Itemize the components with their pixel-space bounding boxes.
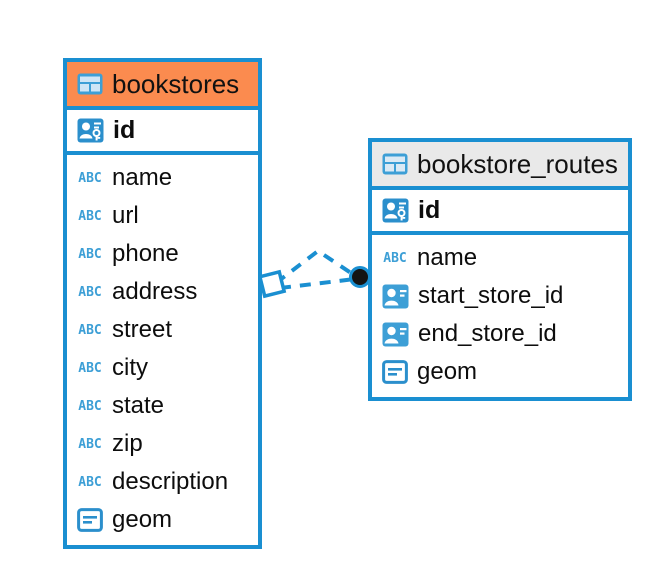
abc-text-icon: ABC [78, 474, 102, 490]
field-row-phone[interactable]: ABC phone [67, 235, 258, 273]
table-icon [382, 153, 408, 175]
abc-text-icon: ABC [383, 250, 407, 266]
entity-title: bookstores [112, 69, 240, 99]
field-row-name[interactable]: ABC name [67, 159, 258, 197]
field-label: id [418, 196, 441, 224]
field-row-primary-key[interactable]: id [67, 110, 258, 155]
relationship-line-lower [279, 277, 356, 290]
field-label: name [112, 164, 173, 191]
field-label: url [112, 202, 139, 229]
primary-key-icon [382, 197, 409, 224]
field-label: start_store_id [418, 282, 564, 309]
field-label: address [112, 278, 198, 305]
filled-circle-marker [349, 266, 371, 288]
abc-text-icon: ABC [78, 208, 102, 224]
field-label: description [112, 468, 229, 495]
field-row-primary-key[interactable]: id [372, 190, 628, 235]
primary-key-icon [77, 117, 104, 144]
field-row-city[interactable]: ABC city [67, 349, 258, 387]
entity-header-bookstores[interactable]: bookstores [67, 62, 258, 110]
field-label: street [112, 316, 173, 343]
entity-header-bookstore-routes[interactable]: bookstore_routes [372, 142, 628, 190]
entity-title: bookstore_routes [417, 149, 618, 179]
foreign-key-icon [382, 284, 409, 309]
field-label: zip [112, 430, 143, 457]
field-label: id [113, 116, 136, 144]
abc-text-icon: ABC [78, 322, 102, 338]
field-list: ABC name start_store_id [372, 235, 628, 397]
field-label: name [417, 244, 478, 271]
entity-bookstores[interactable]: bookstores id ABC name [63, 58, 262, 549]
abc-text-icon: ABC [78, 398, 102, 414]
field-row-state[interactable]: ABC state [67, 387, 258, 425]
field-row-start-store-id[interactable]: start_store_id [372, 277, 628, 315]
abc-text-icon: ABC [78, 284, 102, 300]
field-row-url[interactable]: ABC url [67, 197, 258, 235]
field-label: geom [417, 358, 478, 385]
foreign-key-icon [382, 322, 409, 347]
relationship-line-upper [274, 248, 359, 285]
diamond-outline-marker [257, 269, 287, 299]
field-row-name[interactable]: ABC name [372, 239, 628, 277]
field-row-end-store-id[interactable]: end_store_id [372, 315, 628, 353]
geometry-icon [382, 360, 408, 384]
field-label: end_store_id [418, 320, 557, 347]
field-label: city [112, 354, 148, 381]
field-label: state [112, 392, 165, 419]
field-list: ABC name ABC url ABC phone ABC address A… [67, 155, 258, 545]
entity-bookstore-routes[interactable]: bookstore_routes id ABC [368, 138, 632, 401]
field-row-street[interactable]: ABC street [67, 311, 258, 349]
field-row-geom[interactable]: geom [372, 353, 628, 391]
abc-text-icon: ABC [78, 436, 102, 452]
geometry-icon [77, 508, 103, 532]
abc-text-icon: ABC [78, 360, 102, 376]
field-row-geom[interactable]: geom [67, 501, 258, 539]
field-label: phone [112, 240, 179, 267]
field-row-address[interactable]: ABC address [67, 273, 258, 311]
field-row-zip[interactable]: ABC zip [67, 425, 258, 463]
abc-text-icon: ABC [78, 170, 102, 186]
field-row-description[interactable]: ABC description [67, 463, 258, 501]
table-icon [77, 73, 103, 95]
field-label: geom [112, 506, 173, 533]
abc-text-icon: ABC [78, 246, 102, 262]
